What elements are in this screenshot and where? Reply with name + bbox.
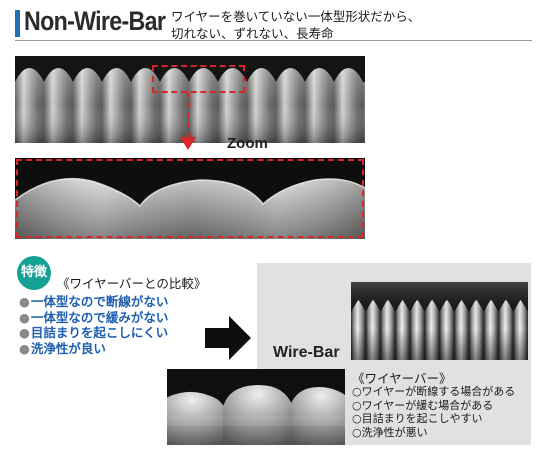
header-description-line-1: ワイヤーを巻いていない一体型形状だから、	[171, 9, 421, 24]
non-wire-bar-micrograph-image	[15, 56, 365, 143]
bullet-icon: ●	[19, 309, 30, 325]
header-divider	[15, 40, 532, 41]
bullet-icon: ○	[352, 398, 362, 412]
wire-bar-issue: ○ワイヤーが緩む場合がある	[352, 399, 515, 413]
feature-item-text: 目詰まりを起こしにくい	[30, 325, 169, 340]
bullet-icon: ○	[352, 412, 362, 426]
bullet-icon: ●	[19, 325, 30, 340]
wire-bar-label: Wire-Bar	[273, 344, 340, 361]
wire-bar-issue: ○目詰まりを起こしやすい	[352, 412, 515, 426]
feature-item: ●一体型なので断線がない	[19, 294, 168, 310]
zoomed-micrograph-image	[15, 158, 365, 239]
non-wire-bar-micrograph	[15, 56, 365, 143]
header-description: ワイヤーを巻いていない一体型形状だから、 切れない、ずれない、長寿命	[171, 8, 420, 42]
wire-bar-issue: ○洗浄性が悪い	[352, 426, 515, 440]
feature-item: ●目詰まりを起こしにくい	[19, 325, 168, 341]
feature-item: ●一体型なので緩みがない	[19, 310, 168, 326]
wire-bar-issue-text: ワイヤーが断線する場合がある	[361, 385, 516, 398]
wire-bar-issue-text: ワイヤーが緩む場合がある	[361, 398, 494, 412]
page-title: Non-Wire-Bar	[24, 6, 166, 36]
wire-bar-issue-list: ○ワイヤーが断線する場合がある ○ワイヤーが緩む場合がある ○目詰まりを起こしや…	[352, 385, 515, 440]
feature-item-text: 一体型なので緩みがない	[30, 309, 169, 325]
wire-bar-heading: 《ワイヤーバー》	[352, 371, 452, 386]
wire-bar-issue: ○ワイヤーが断線する場合がある	[352, 385, 515, 399]
zoom-region-marker	[152, 65, 245, 93]
wire-bar-micrograph	[351, 282, 528, 360]
comparison-arrow-icon	[205, 316, 251, 360]
title-accent-bar	[15, 10, 20, 37]
zoom-arrow-icon	[180, 137, 196, 150]
bullet-icon: ●	[19, 294, 30, 309]
zoom-label: Zoom	[227, 135, 268, 152]
feature-item: ●洗浄性が良い	[19, 341, 168, 357]
zoom-arrow-shaft	[187, 92, 189, 138]
wire-bar-micrograph-image	[351, 282, 528, 360]
feature-list: ●一体型なので断線がない ●一体型なので緩みがない ●目詰まりを起こしにくい ●…	[19, 294, 168, 356]
zoomed-micrograph	[15, 158, 365, 239]
bullet-icon: ○	[352, 385, 362, 398]
bullet-icon: ●	[19, 340, 30, 356]
feature-badge: 特徴	[17, 256, 51, 290]
wire-bar-issue-text: 洗浄性が悪い	[361, 426, 428, 440]
wire-bar-issue-text: 目詰まりを起こしやすい	[361, 412, 483, 426]
wire-bar-zoomed-micrograph-image	[167, 369, 345, 445]
wire-bar-zoomed-micrograph	[167, 369, 345, 445]
zoomed-region-frame	[16, 159, 364, 238]
feature-comparison-heading: 《ワイヤーバーとの比較》	[57, 276, 207, 291]
feature-item-text: 洗浄性が良い	[30, 340, 106, 356]
feature-item-text: 一体型なので断線がない	[30, 294, 169, 309]
header-description-line-2: 切れない、ずれない、長寿命	[171, 26, 334, 41]
bullet-icon: ○	[352, 426, 362, 440]
